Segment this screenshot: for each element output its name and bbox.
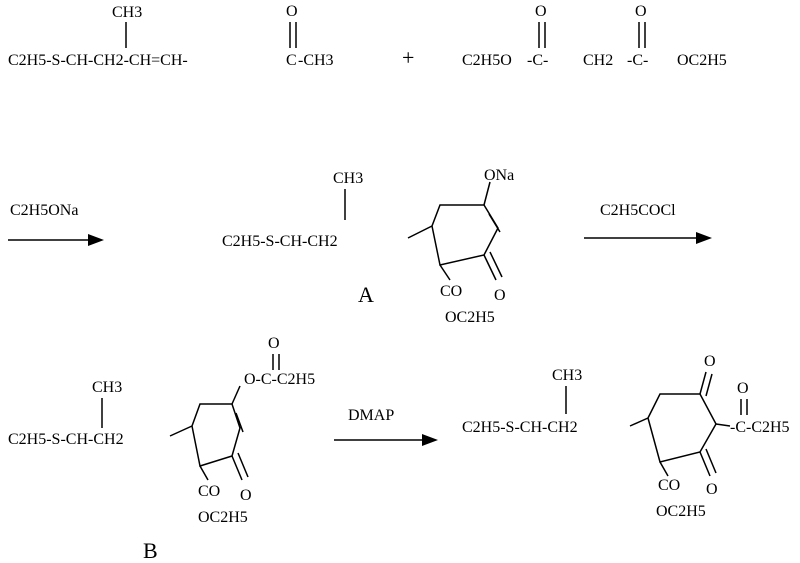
compound-a-label: A <box>358 282 374 307</box>
product-ketone-bond-b <box>705 448 717 474</box>
malonate-methylene: CH2 <box>583 52 613 69</box>
product-ester-bond <box>659 461 669 477</box>
diene-carbonyl-carbon: C <box>286 52 297 69</box>
malonate-reactant: C2H5O -C- CH2 -C- OC2H5 O O <box>462 3 727 69</box>
compound-b-ketone-bond-a <box>231 455 243 481</box>
compound-b-methyl: CH3 <box>92 379 122 396</box>
compound-b: CH3 C2H5-S-CH-CH2 O-C-C2H5 O O CO OC2H5 … <box>8 335 315 563</box>
compound-a-ketone-oxygen: O <box>494 287 506 304</box>
product-top-ketone-oxygen: O <box>704 353 716 370</box>
compound-a-ester-carbonyl: CO <box>440 283 462 300</box>
product-ester-carbonyl: CO <box>658 477 680 494</box>
compound-a-ring-double-bond <box>488 213 501 233</box>
malonate-oxygen-2: O <box>635 3 647 20</box>
product-ester-ethoxy: OC2H5 <box>656 503 706 520</box>
compound-a-side-chain: C2H5-S-CH-CH2 <box>222 233 338 250</box>
compound-a-ring-attach-bond <box>407 225 433 239</box>
compound-a-enolate: ONa <box>484 167 514 184</box>
final-product: CH3 C2H5-S-CH-CH2 O -C-C2H5 O O CO OC2H5 <box>462 353 790 520</box>
compound-a-ketone-bond-a <box>483 254 497 281</box>
product-acyl-attach-bond <box>715 423 731 427</box>
product-side-chain: C2H5-S-CH-CH2 <box>462 419 578 436</box>
compound-b-ketone-bond-b <box>237 452 249 478</box>
compound-a-ring <box>431 204 499 266</box>
product-ketone-oxygen: O <box>706 481 718 498</box>
product-methyl: CH3 <box>552 367 582 384</box>
step2-reagent-label: C2H5COCl <box>600 202 676 219</box>
malonate-left-ethoxy: C2H5O <box>462 52 512 69</box>
step1-arrow-group: C2H5ONa <box>8 202 104 246</box>
compound-b-enol-ester: O-C-C2H5 <box>244 371 315 388</box>
diene-reactant: CH3 C2H5-S-CH-CH2-CH=CH- C -CH3 O <box>8 3 334 69</box>
step3-arrow-head <box>422 434 438 446</box>
product-ring <box>647 393 717 463</box>
compound-a-methyl: CH3 <box>333 170 363 187</box>
compound-a-ester-ethoxy: OC2H5 <box>445 309 495 326</box>
compound-a-ona-bond <box>483 181 491 206</box>
compound-a: CH3 C2H5-S-CH-CH2 ONa O CO OC2H5 A <box>222 167 514 326</box>
malonate-right-ethoxy: OC2H5 <box>677 52 727 69</box>
product-ring-attach-bond <box>629 417 649 427</box>
diene-chain-label: C2H5-S-CH-CH2-CH=CH- <box>8 52 188 69</box>
compound-b-ketone-oxygen: O <box>240 487 252 504</box>
step2-arrow-group: C2H5COCl <box>584 202 712 244</box>
step2-arrow-head <box>696 232 712 244</box>
compound-b-ring-double-bond <box>235 412 244 433</box>
malonate-carbonyl-2: -C- <box>627 52 648 69</box>
step3-reagent-label: DMAP <box>348 407 394 424</box>
compound-b-label: B <box>143 538 158 563</box>
compound-b-ester-bond <box>199 465 209 481</box>
compound-b-ring-attach-bond <box>169 425 193 437</box>
diene-methyl: CH3 <box>112 4 142 21</box>
diene-terminal-methyl: -CH3 <box>298 52 334 69</box>
product-top-ketone-bond-b <box>705 373 713 397</box>
step1-reagent-label: C2H5ONa <box>10 202 78 219</box>
product-top-ketone-bond-a <box>699 371 707 395</box>
malonate-oxygen-1: O <box>535 3 547 20</box>
compound-a-ketone-bond-b <box>489 251 503 278</box>
compound-a-ester-bond <box>439 264 451 281</box>
diene-carbonyl-oxygen: O <box>286 3 298 20</box>
step3-arrow-group: DMAP <box>334 407 438 446</box>
plus-sign: + <box>402 45 414 70</box>
compound-b-ester-ethoxy: OC2H5 <box>198 509 248 526</box>
compound-b-side-chain: C2H5-S-CH-CH2 <box>8 431 124 448</box>
compound-b-enol-ester-oxygen: O <box>268 335 280 352</box>
product-ketone-bond-a <box>699 451 711 477</box>
compound-b-ester-o-bond <box>231 385 241 405</box>
product-acyl-group: -C-C2H5 <box>730 419 790 436</box>
malonate-carbonyl-1: -C- <box>527 52 548 69</box>
compound-b-ester-carbonyl: CO <box>198 483 220 500</box>
product-acyl-oxygen: O <box>737 380 749 397</box>
step1-arrow-head <box>88 234 104 246</box>
